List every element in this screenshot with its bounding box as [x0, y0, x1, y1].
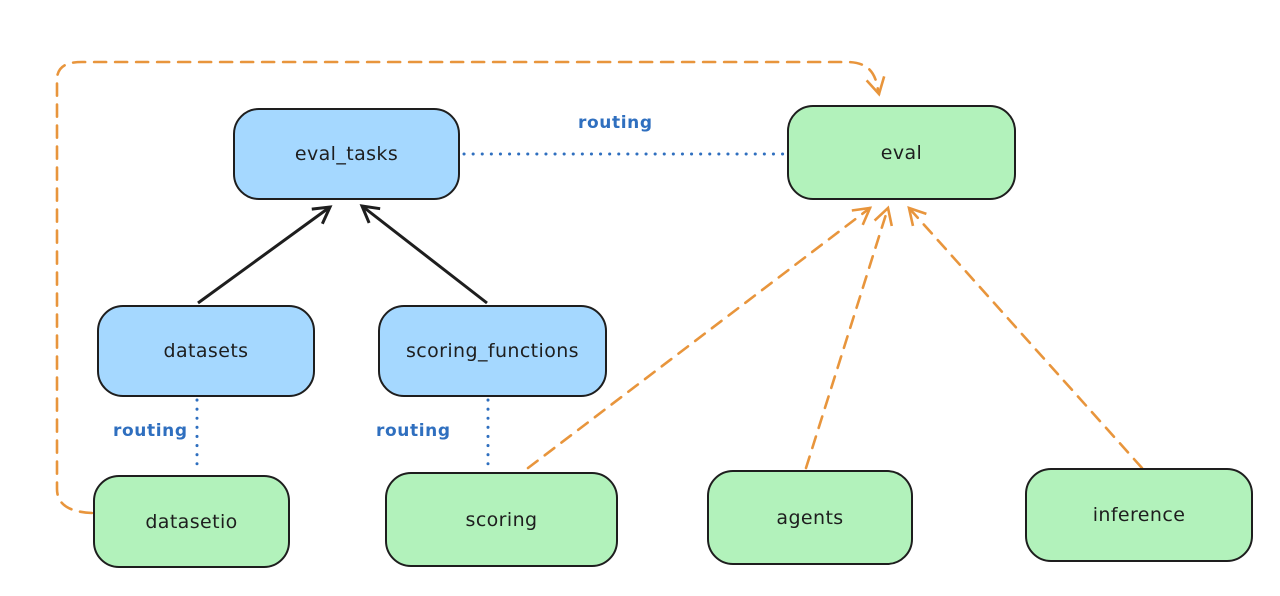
node-datasetio-label: datasetio [145, 510, 238, 533]
node-inference: inference [1025, 468, 1253, 562]
node-eval: eval [787, 105, 1016, 200]
node-eval-label: eval [880, 141, 923, 164]
node-scoring-label: scoring [465, 508, 538, 531]
node-datasetio: datasetio [93, 475, 290, 568]
node-inference-label: inference [1092, 504, 1186, 526]
node-scoring: scoring [385, 472, 618, 567]
node-agents-label: agents [776, 506, 844, 529]
node-eval-tasks: eval_tasks [233, 108, 460, 200]
edge-scoring-functions-to-eval-tasks [359, 204, 488, 305]
node-eval-tasks-label: eval_tasks [294, 143, 399, 165]
edge-datasetio-to-eval [55, 60, 886, 515]
routing-label-scoring-functions-scoring: routing [376, 421, 451, 441]
node-scoring-functions-label: scoring_functions [406, 340, 579, 362]
node-datasets-label: datasets [163, 340, 249, 362]
node-agents: agents [707, 470, 913, 565]
routing-label-datasets-datasetio: routing [113, 421, 188, 441]
node-datasets: datasets [97, 305, 315, 397]
edge-datasets-to-eval-tasks [197, 205, 333, 305]
node-scoring-functions: scoring_functions [378, 305, 607, 397]
edge-inference-to-eval [907, 206, 1144, 470]
edge-scoring-to-eval [526, 206, 873, 470]
routing-label-eval-tasks-eval: routing [578, 113, 653, 133]
edge-agents-to-eval [804, 205, 894, 470]
